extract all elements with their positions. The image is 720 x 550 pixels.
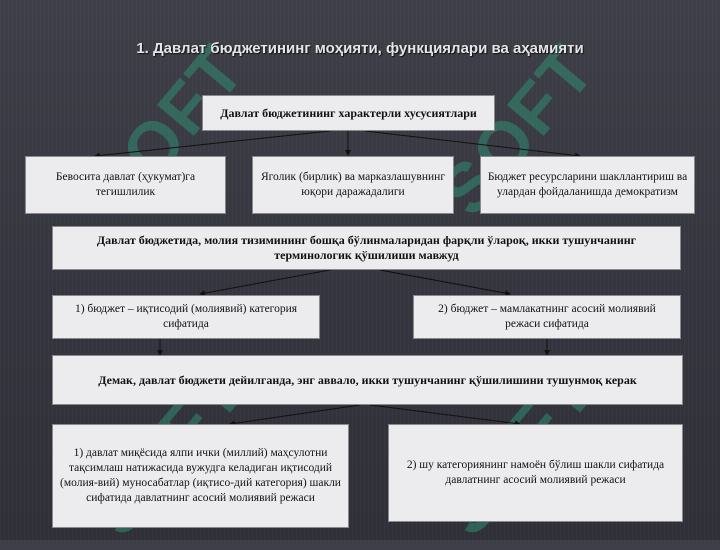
node-meaning-economic-relations: 1) давлат миқёсида ялпи ички (миллий) ма… bbox=[52, 424, 349, 528]
arrow-top-to-feature1 bbox=[94, 130, 331, 159]
node-concept-financial-plan: 2) бюджет – мамлакатнинг асосий молиявий… bbox=[413, 295, 681, 339]
arrow-conclusion-to-meaning2 bbox=[369, 404, 521, 427]
arrow-top-to-feature3 bbox=[364, 130, 581, 159]
node-distinction: Давлат бюджетида, молия тизимининг бошқа… bbox=[52, 226, 681, 270]
node-meaning-financial-plan: 2) шу категориянинг намоён бўлиш шакли с… bbox=[388, 424, 683, 522]
arrow-distinction-to-concept1 bbox=[199, 269, 331, 297]
node-feature-democracy: Бюджет ресурсларини шакллантириш ва улар… bbox=[480, 156, 695, 214]
node-top-characteristics: Давлат бюджетининг характерли хусусиятла… bbox=[202, 95, 495, 131]
arrow-conclusion-to-meaning1 bbox=[229, 404, 361, 427]
node-concept-economic-category: 1) бюджет – иқтисодий (молиявий) категор… bbox=[52, 295, 320, 339]
node-feature-centralization: Яголик (бирлик) ва марказлашувнинг юқори… bbox=[252, 156, 454, 214]
slide-title: 1. Давлат бюджетининг моҳияти, функцияла… bbox=[136, 40, 584, 57]
node-feature-government: Бевосита давлат (ҳукумат)га тегишлилик bbox=[25, 156, 226, 214]
arrow-distinction-to-concept2 bbox=[379, 269, 511, 297]
node-conclusion: Демак, давлат бюджети дейилганда, энг ав… bbox=[52, 355, 683, 405]
